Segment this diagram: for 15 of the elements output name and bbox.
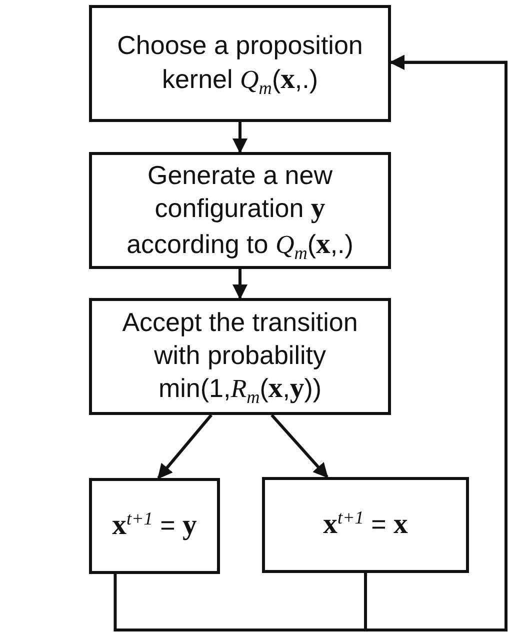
process-box xyxy=(89,5,391,122)
box-text: x$^{t+1}$ = x xyxy=(323,507,408,542)
process-box xyxy=(89,298,391,415)
arrow xyxy=(157,414,212,480)
arrow xyxy=(270,414,328,478)
process-box xyxy=(262,477,469,573)
box-text: Choose a proposition kernel Q$_{m}$(x,.) xyxy=(116,29,364,98)
arrow xyxy=(232,269,248,300)
process-box xyxy=(89,478,220,574)
process-box xyxy=(89,152,391,269)
arrow xyxy=(232,122,248,154)
box-text: Generate a new configuration y according to Q$_{m}$(x,.) xyxy=(126,158,354,262)
box-text: x$^{t+1}$ = y xyxy=(112,508,197,544)
box-text: Accept the transition with probability min(1,R$_{m}$(x,y)) xyxy=(121,306,359,407)
arrow xyxy=(364,54,508,632)
